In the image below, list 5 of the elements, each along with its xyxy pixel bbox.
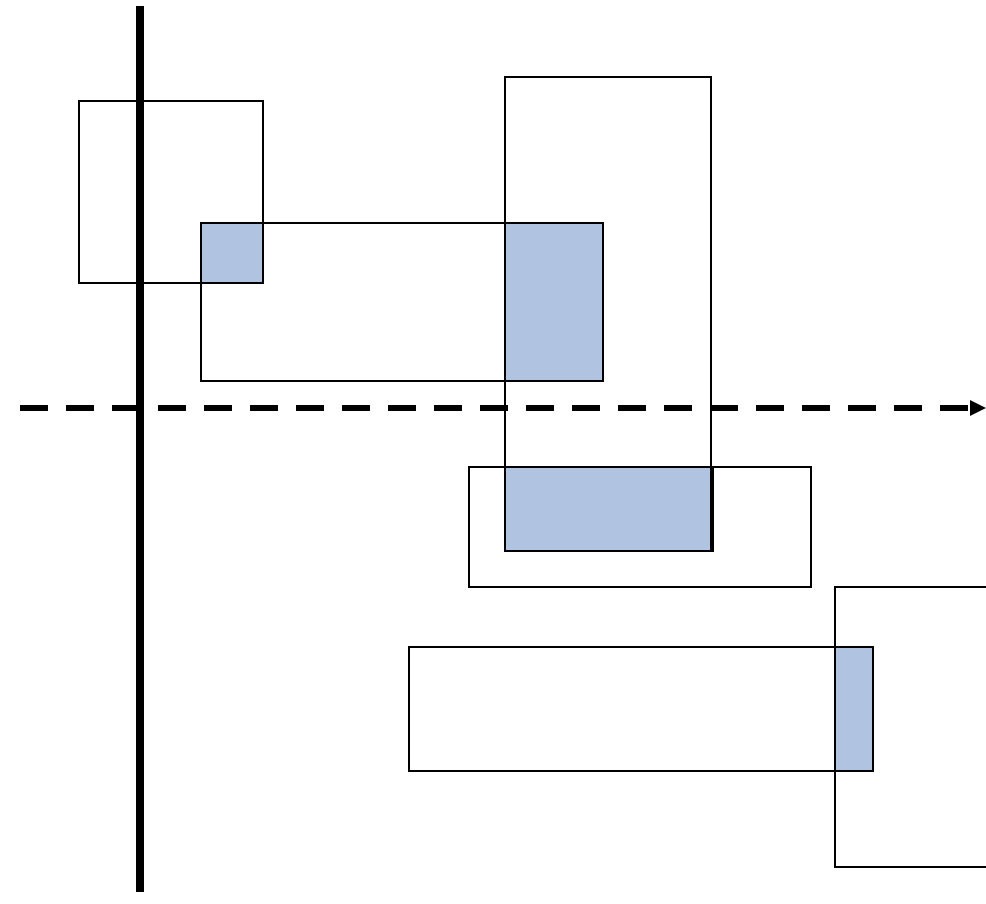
rectangle (78, 100, 264, 284)
rectangle (504, 76, 712, 552)
overlap-region (504, 222, 604, 382)
rectangle (468, 466, 812, 588)
overlap-region (504, 466, 714, 552)
